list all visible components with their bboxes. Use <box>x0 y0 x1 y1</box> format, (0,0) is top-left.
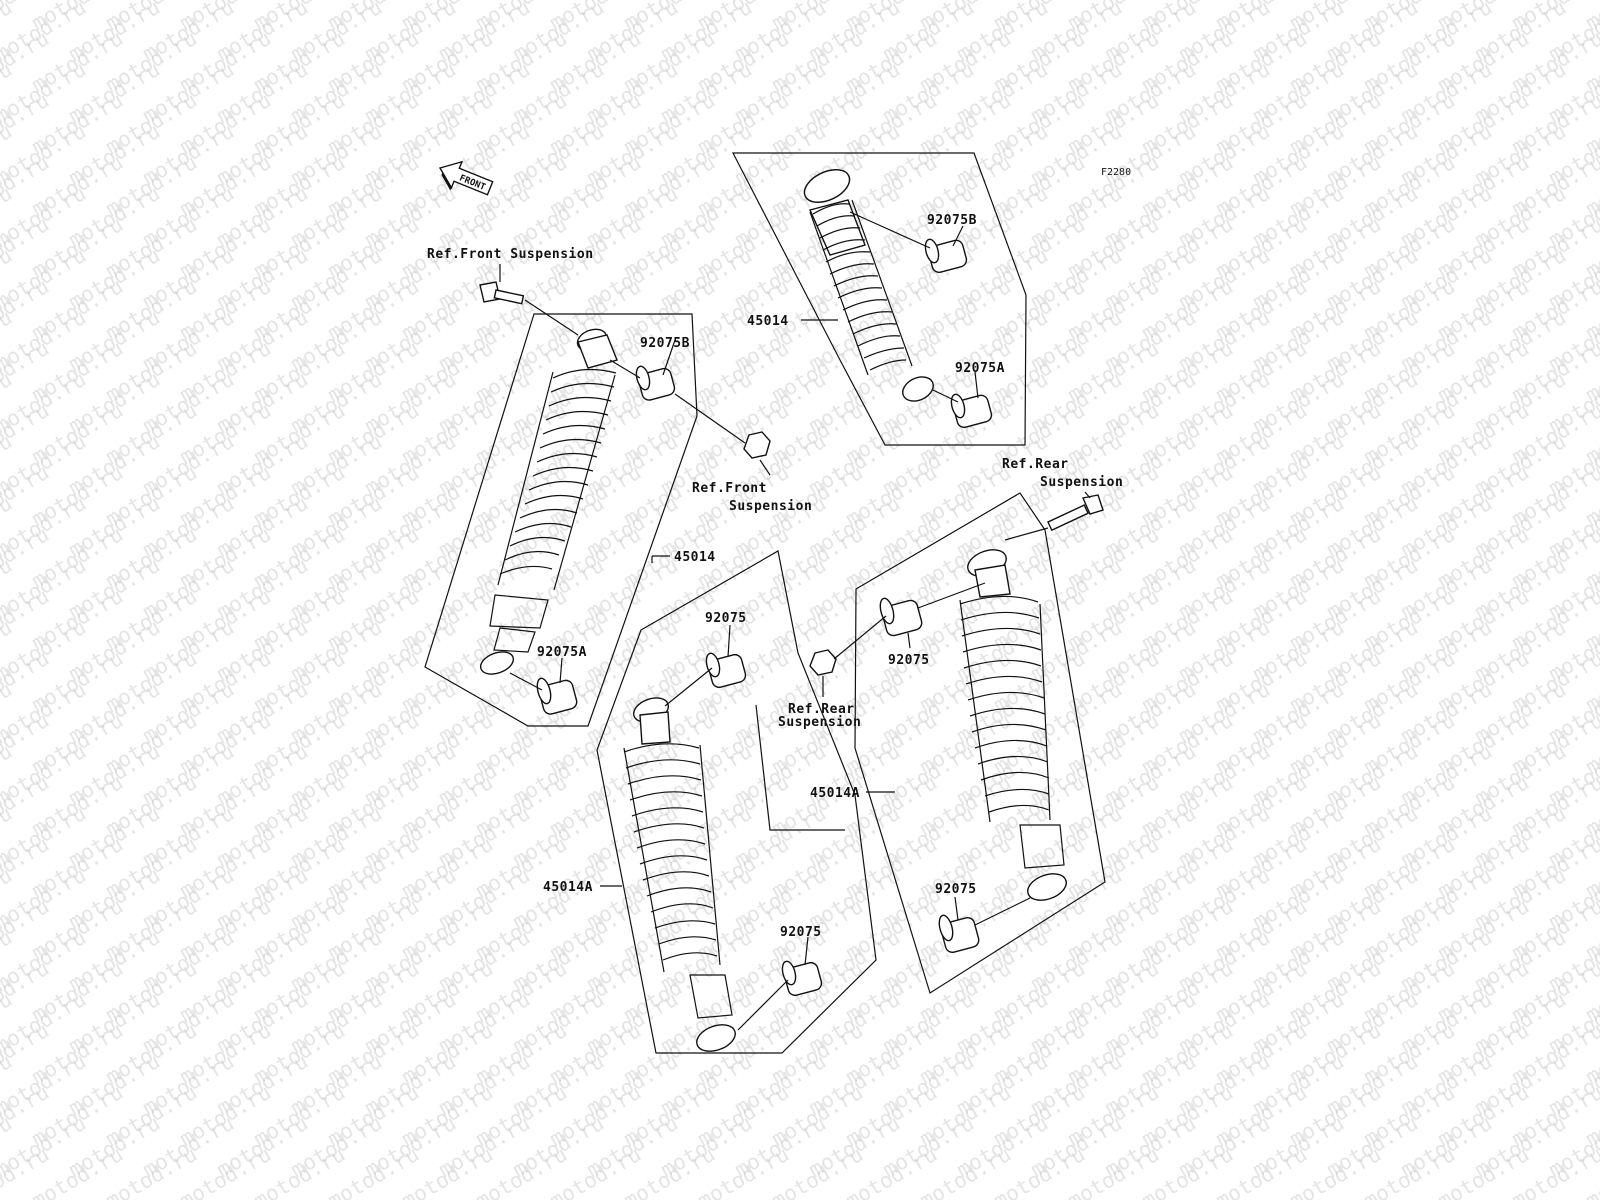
label-part-45014A-right: 45014A <box>810 786 860 801</box>
nut-right <box>809 649 837 676</box>
figure-code: F2280 <box>1101 167 1131 178</box>
label-part-92075A-upper: 92075A <box>955 361 1005 376</box>
label-ref-front-suspension-line1: Ref.Front <box>692 481 767 496</box>
label-part-45014-left: 45014 <box>674 550 716 565</box>
label-part-92075B-upper: 92075B <box>927 213 977 228</box>
label-part-92075-middle-top: 92075 <box>705 611 747 626</box>
label-part-92075B-left: 92075B <box>640 336 690 351</box>
label-ref-front-suspension-line2: Suspension <box>729 499 812 514</box>
label-part-92075-middle-bottom: 92075 <box>780 925 822 940</box>
label-part-45014A-middle: 45014A <box>543 880 593 895</box>
label-part-92075-right-bottom: 92075 <box>935 882 977 897</box>
label-ref-rear-suspension-top-line1: Ref.Rear <box>1002 457 1069 472</box>
label-ref-rear-suspension-top-line2: Suspension <box>1040 475 1123 490</box>
label-part-92075-right-top: 92075 <box>888 653 930 668</box>
label-ref-rear-suspension-mid-line2: Suspension <box>778 715 861 730</box>
label-part-92075A-left: 92075A <box>537 645 587 660</box>
label-part-45014-upper: 45014 <box>747 314 789 329</box>
label-ref-front-suspension-top: Ref.Front Suspension <box>427 247 594 262</box>
